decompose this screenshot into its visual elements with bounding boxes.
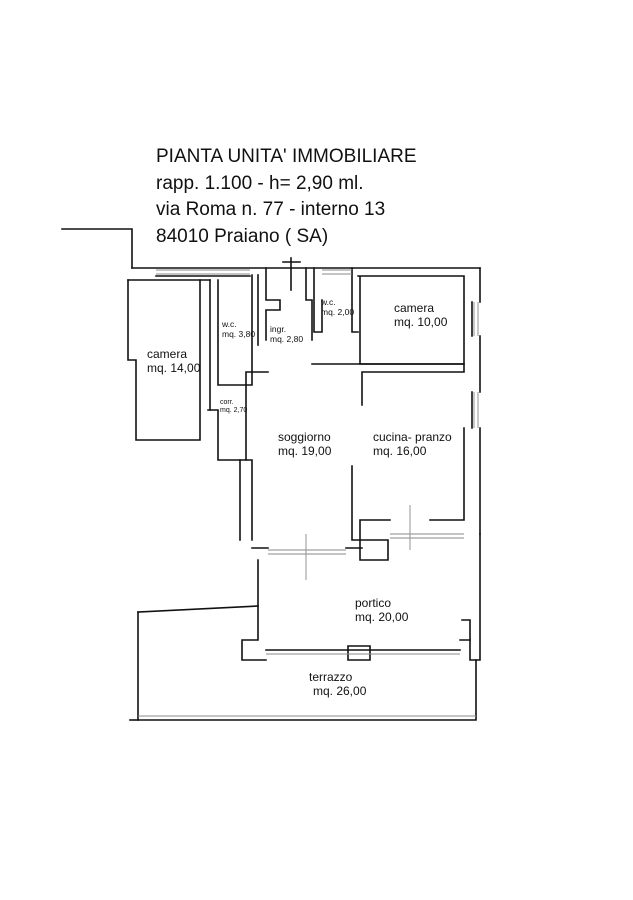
room-ingresso: ingr. mq. 2,80 (270, 324, 304, 345)
window-wc-small (322, 269, 352, 275)
wall-entrance-west (265, 267, 281, 341)
wall-camera-left-west (127, 279, 201, 441)
title-line-2: rapp. 1.100 - h= 2,90 ml. (156, 172, 364, 194)
room-area: mq. 10,00 (394, 314, 448, 329)
room-cucina: cucina- pranzo mq. 16,00 (373, 430, 452, 459)
wall-wc-small-east (351, 267, 359, 333)
portico-pillar (347, 645, 371, 661)
room-camera-left: camera mq. 14,00 (147, 347, 201, 376)
room-name: soggiorno (278, 430, 331, 444)
room-area: mq. 2,00 (321, 306, 355, 317)
room-portico: portico mq. 20,00 (355, 596, 409, 625)
wall-living-kitchen (351, 465, 391, 541)
room-area: mq. 3,80 (222, 328, 256, 339)
room-camera-right: camera mq. 10,00 (394, 301, 448, 330)
window-kitchen (473, 392, 479, 428)
room-terrazzo: terrazzo mq. 26,00 (309, 670, 367, 699)
room-wc-left: w.c. mq. 3,80 (222, 319, 256, 340)
title-line-4: 84010 Praiano ( SA) (156, 225, 329, 247)
room-name: portico (355, 596, 392, 610)
room-area: mq. 16,00 (373, 443, 427, 458)
window-living (268, 549, 346, 555)
room-area: mq. 2,70 (220, 407, 248, 415)
wall-portico-south (265, 533, 481, 661)
wall-wc-small (313, 267, 323, 333)
room-area: mq. 14,00 (147, 360, 201, 375)
room-area: mq. 26,00 (313, 683, 367, 698)
wall-hall (245, 371, 269, 461)
wall-hall-top (311, 363, 465, 406)
room-area: mq. 20,00 (355, 609, 409, 624)
title-line-3: via Roma n. 77 - interno 13 (156, 199, 386, 220)
terrace-boundary-west (137, 605, 259, 613)
window-camera-right (473, 302, 479, 336)
portico-pillar-east (461, 619, 471, 641)
title-block: PIANTA UNITA' IMMOBILIARE rapp. 1.100 - … (156, 144, 417, 250)
room-name: cucina- pranzo (373, 430, 452, 444)
room-name: corr. (220, 399, 234, 406)
window-camera-left (156, 269, 250, 275)
room-name: ingr. (270, 324, 287, 334)
wall-portico-west (241, 559, 267, 661)
wall-wc-left (217, 274, 253, 386)
wall-kitchen-cabinet (359, 539, 389, 561)
terrace-boundary (137, 611, 477, 721)
room-name: camera (147, 347, 188, 361)
boundary-line-top (61, 228, 133, 269)
window-portico (390, 533, 464, 539)
room-corridoio: corr. mq. 2,70 (220, 399, 247, 415)
room-soggiorno: soggiorno mq. 19,00 (278, 430, 332, 459)
wall-entrance-east (305, 267, 313, 341)
room-name: w.c. (222, 319, 237, 329)
title-line-1: PIANTA UNITA' IMMOBILIARE (156, 146, 417, 167)
room-area: mq. 2,80 (270, 333, 304, 344)
room-name: camera (394, 301, 435, 315)
room-area: mq. 19,00 (278, 443, 332, 458)
exterior-wall-east (471, 267, 481, 535)
room-name: terrazzo (309, 670, 353, 684)
wall-corridor (207, 409, 253, 541)
wall-kitchen-south (429, 427, 465, 521)
room-name: w.c. (321, 297, 336, 307)
room-wc-small: w.c. mq. 2,00 (321, 297, 355, 318)
